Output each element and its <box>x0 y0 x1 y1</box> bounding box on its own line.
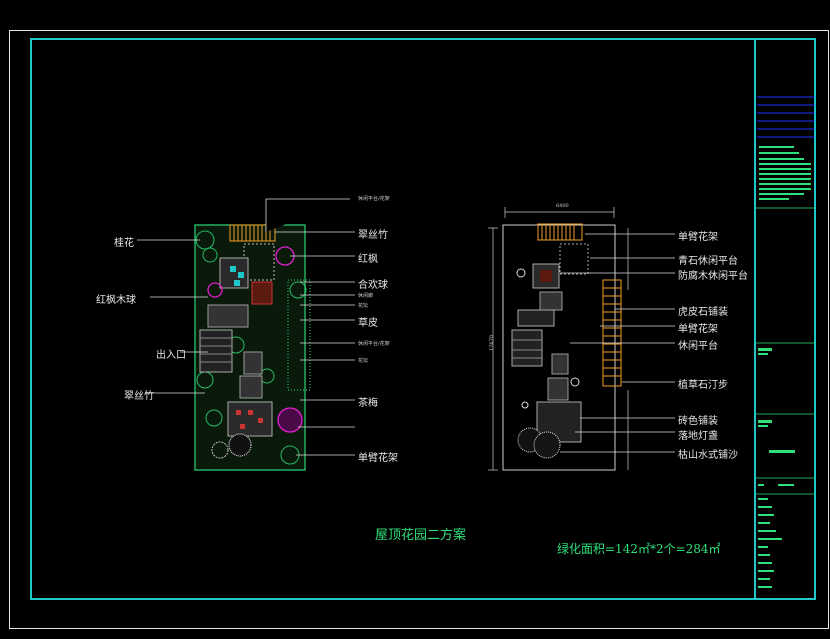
label-a-right-2: 合欢球 <box>358 280 388 291</box>
label-b-3: 虎皮石铺装 <box>678 307 728 318</box>
label-a-right-5: 单臂花架 <box>358 453 398 464</box>
label-a-right-4: 茶梅 <box>358 398 378 409</box>
label-a-small-2: 花坛 <box>358 303 369 309</box>
label-b-7: 砖色铺装 <box>678 416 718 427</box>
label-b-0: 单臂花架 <box>678 232 718 243</box>
area-caption: 绿化面积=142㎡*2个=284㎡ <box>557 542 721 556</box>
label-a-small-0: 休闲平台/花架 <box>358 196 390 202</box>
label-b-6: 植草石汀步 <box>678 380 728 391</box>
label-b-1: 青石休闲平台 <box>678 256 738 267</box>
drawing-inner-frame <box>30 38 816 600</box>
label-b-5: 休闲平台 <box>678 341 718 352</box>
plan-a <box>137 198 355 471</box>
plan-b <box>488 207 675 471</box>
label-a-small-4: 花坛 <box>358 358 369 364</box>
label-a-right-1: 红枫 <box>358 254 378 265</box>
drawing-outer-frame <box>9 30 829 629</box>
label-a-left-3: 翠丝竹 <box>124 391 154 402</box>
dimension-top: 6400 <box>556 203 569 209</box>
label-a-left-2: 出入口 <box>156 350 186 361</box>
label-b-4: 单臂花架 <box>678 324 718 335</box>
label-a-left-0: 桂花 <box>114 238 134 249</box>
label-a-right-3: 草皮 <box>358 318 378 329</box>
title-block-divider <box>754 38 756 600</box>
plan-title: 屋顶花园二方案 <box>375 528 467 543</box>
label-a-small-3: 休闲平台/花架 <box>358 341 390 347</box>
label-b-2: 防腐木休闲平台 <box>678 271 748 282</box>
dimension-left: 17670 <box>488 335 495 351</box>
label-b-8: 落地灯盏 <box>678 431 718 442</box>
label-a-small-1: 休闲廊 <box>358 293 374 299</box>
title-block <box>756 96 816 588</box>
label-b-9: 枯山水式铺沙 <box>678 450 738 461</box>
label-a-left-1: 红枫木球 <box>96 295 136 306</box>
label-a-right-0: 翠丝竹 <box>358 230 388 241</box>
